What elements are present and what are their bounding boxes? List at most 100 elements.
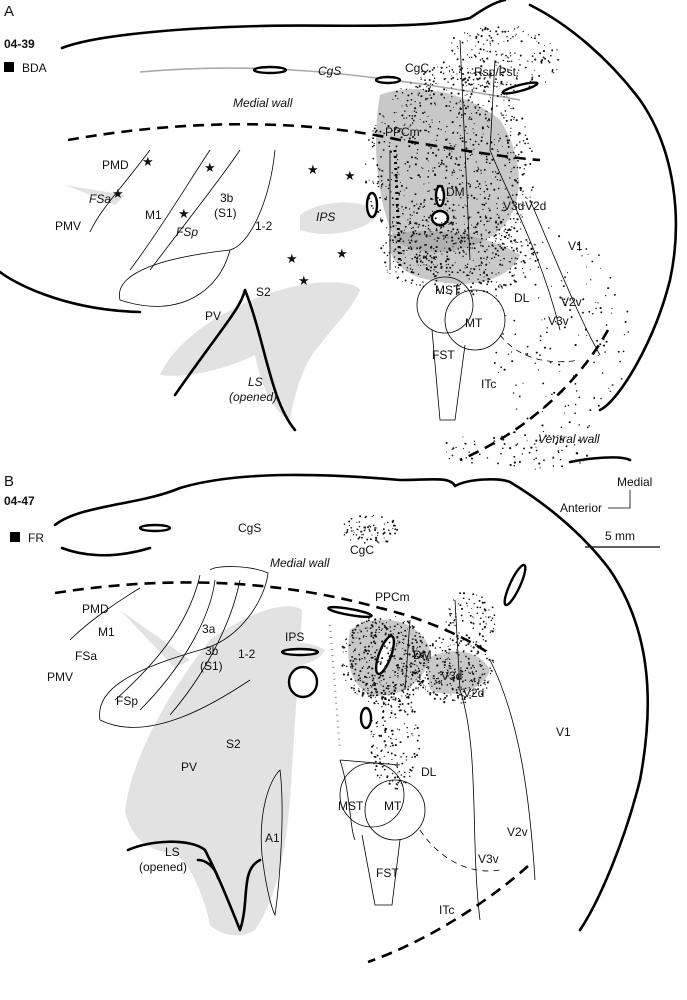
- labeled-cell-dot: [513, 118, 515, 120]
- panel-b-label-fst: FST: [376, 866, 399, 880]
- labeled-cell-dot: [416, 671, 418, 673]
- labeled-cell-dot: [565, 445, 568, 448]
- labeled-cell-dot: [549, 347, 552, 350]
- panel-a-sulcus-d: [434, 184, 446, 208]
- labeled-cell-dot: [503, 257, 505, 260]
- labeled-cell-dot: [506, 36, 508, 38]
- panel-a-label-ppcm: PPCm: [385, 125, 420, 139]
- labeled-cell-dot: [500, 247, 503, 249]
- labeled-cell-dot: [420, 95, 423, 98]
- labeled-cell-dot: [379, 649, 381, 652]
- panel-b-labeled-cells: [341, 514, 496, 790]
- labeled-cell-dot: [465, 253, 467, 255]
- labeled-cell-dot: [400, 247, 402, 249]
- labeled-cell-dot: [429, 83, 432, 85]
- labeled-cell-dot: [516, 72, 518, 74]
- labeled-cell-dot: [396, 126, 398, 129]
- labeled-cell-dot: [488, 245, 490, 248]
- labeled-cell-dot: [501, 30, 504, 33]
- labeled-cell-dot: [486, 258, 488, 260]
- labeled-cell-dot: [493, 440, 496, 442]
- labeled-cell-dot: [472, 593, 475, 596]
- labeled-cell-dot: [526, 345, 529, 348]
- labeled-cell-dot: [450, 694, 452, 696]
- labeled-cell-dot: [516, 27, 518, 29]
- labeled-cell-dot: [469, 84, 472, 86]
- labeled-cell-dot: [489, 631, 491, 634]
- labeled-cell-dot: [451, 264, 454, 267]
- labeled-cell-dot: [359, 670, 362, 673]
- labeled-cell-dot: [467, 657, 470, 660]
- labeled-cell-dot: [516, 78, 518, 80]
- labeled-cell-dot: [445, 266, 448, 269]
- labeled-cell-dot: [522, 382, 524, 384]
- labeled-cell-dot: [411, 257, 414, 260]
- labeled-cell-dot: [362, 636, 365, 638]
- labeled-cell-dot: [400, 631, 403, 634]
- labeled-cell-dot: [446, 658, 448, 660]
- labeled-cell-dot: [411, 673, 414, 676]
- labeled-cell-dot: [393, 256, 396, 258]
- labeled-cell-dot: [377, 185, 380, 188]
- labeled-cell-dot: [479, 664, 482, 666]
- labeled-cell-dot: [495, 226, 498, 229]
- labeled-cell-dot: [382, 115, 384, 117]
- panel-a-pmv-boundary: [89, 149, 151, 233]
- labeled-cell-dot: [503, 41, 505, 43]
- labeled-cell-dot: [551, 69, 554, 72]
- labeled-cell-dot: [559, 296, 562, 299]
- labeled-cell-dot: [507, 71, 510, 73]
- labeled-cell-dot: [406, 620, 409, 623]
- labeled-cell-dot: [520, 214, 522, 216]
- labeled-cell-dot: [383, 671, 385, 673]
- labeled-cell-dot: [467, 71, 470, 74]
- labeled-cell-dot: [600, 397, 602, 400]
- labeled-cell-dot: [427, 690, 429, 692]
- labeled-cell-dot: [449, 249, 452, 252]
- labeled-cell-dot: [395, 783, 398, 785]
- labeled-cell-dot: [519, 186, 522, 190]
- labeled-cell-dot: [506, 95, 508, 97]
- labeled-cell-dot: [486, 50, 488, 53]
- labeled-cell-dot: [440, 265, 443, 268]
- labeled-cell-dot: [503, 368, 506, 371]
- labeled-cell-dot: [500, 82, 503, 85]
- labeled-cell-dot: [519, 189, 522, 192]
- labeled-cell-dot: [389, 142, 391, 144]
- labeled-cell-dot: [586, 334, 588, 336]
- labeled-cell-dot: [593, 361, 595, 364]
- labeled-cell-dot: [462, 101, 465, 104]
- labeled-cell-dot: [435, 640, 438, 642]
- labeled-cell-dot: [459, 269, 462, 272]
- labeled-cell-dot: [539, 339, 542, 342]
- labeled-cell-dot: [455, 217, 457, 219]
- labeled-cell-dot: [491, 659, 493, 662]
- labeled-cell-dot: [342, 663, 344, 665]
- labeled-cell-dot: [515, 77, 518, 79]
- labeled-cell-dot: [370, 654, 372, 656]
- labeled-cell-dot: [403, 189, 405, 191]
- labeled-cell-dot: [434, 217, 437, 220]
- labeled-cell-dot: [392, 670, 394, 672]
- labeled-cell-dot: [370, 684, 372, 687]
- panel-a-tracer-label: BDA: [22, 61, 47, 75]
- labeled-cell-dot: [482, 290, 485, 293]
- labeled-cell-dot: [443, 88, 446, 91]
- labeled-cell-dot: [410, 92, 413, 95]
- labeled-cell-dot: [441, 185, 444, 187]
- labeled-cell-dot: [393, 628, 395, 630]
- labeled-cell-dot: [379, 219, 382, 221]
- labeled-cell-dot: [582, 311, 584, 314]
- labeled-cell-dot: [500, 235, 503, 237]
- labeled-cell-dot: [507, 237, 509, 240]
- labeled-cell-dot: [409, 124, 412, 126]
- labeled-cell-dot: [393, 637, 395, 639]
- labeled-cell-dot: [365, 676, 368, 679]
- labeled-cell-dot: [489, 667, 492, 670]
- labeled-cell-dot: [433, 257, 436, 260]
- labeled-cell-dot: [358, 654, 361, 656]
- panel-b-3b-boundary: [169, 579, 241, 716]
- labeled-cell-dot: [419, 129, 422, 132]
- labeled-cell-dot: [392, 524, 396, 527]
- labeled-cell-dot: [430, 230, 432, 233]
